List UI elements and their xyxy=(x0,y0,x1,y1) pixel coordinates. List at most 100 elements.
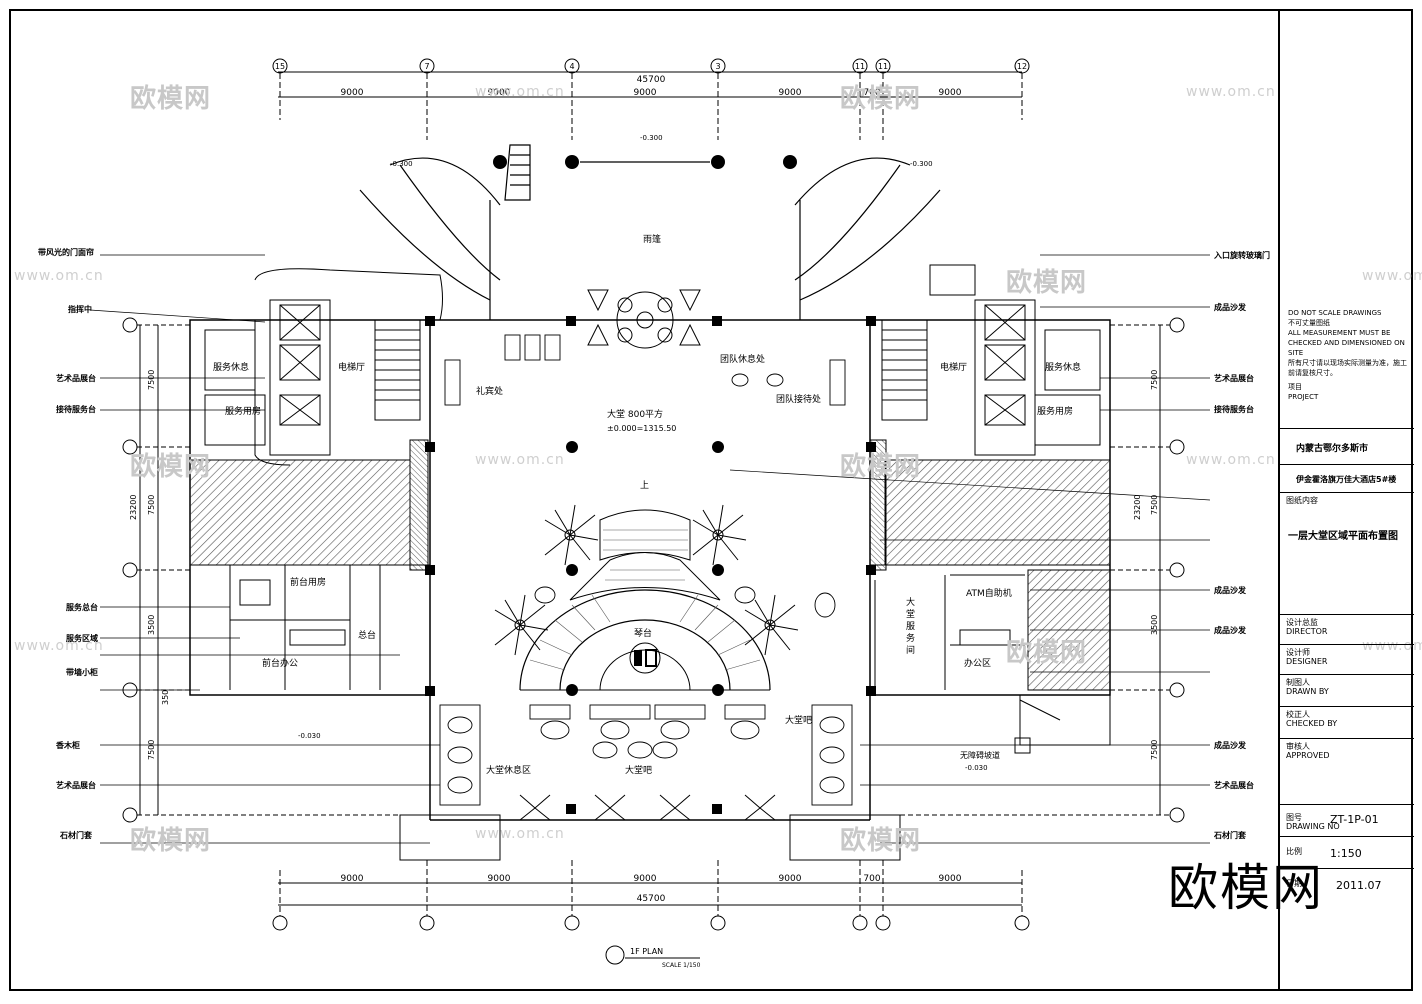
room-label: 堂 xyxy=(906,608,915,620)
top-axes xyxy=(272,58,1030,140)
annotation: 服务区域 xyxy=(66,633,98,643)
watermark-url: www.om.cn xyxy=(14,268,104,284)
watermark-logo: 欧模网 xyxy=(130,826,212,856)
side-dim: 23200 xyxy=(129,495,138,520)
room-label: 雨篷 xyxy=(643,233,661,245)
furniture xyxy=(439,334,853,806)
annotation: 香木柜 xyxy=(55,740,80,750)
wall-hatch xyxy=(869,439,887,571)
annotation: 成品沙发 xyxy=(1214,585,1247,595)
axis-label: 4 xyxy=(569,62,574,71)
top-dims: 45700 9000 9000 9000 9000 700 9000 xyxy=(341,75,962,98)
axis-label: 3 xyxy=(715,62,720,71)
room-label: 服务用房 xyxy=(225,405,261,417)
watermark-url: www.om.cn xyxy=(475,452,565,468)
left-core xyxy=(204,268,443,466)
content-label: 图纸内容 xyxy=(1286,496,1318,505)
watermark-logo: 欧模网 xyxy=(130,452,212,482)
client-name: 内蒙古鄂尔多斯市 xyxy=(1296,444,1369,454)
watermark-url: www.om.cn xyxy=(475,826,565,842)
note-en: DO NOT SCALE DRAWINGS xyxy=(1288,309,1382,317)
stage-logo xyxy=(629,642,661,674)
side-dim: 7500 xyxy=(147,370,156,390)
watermark-logo: 欧模网 xyxy=(840,826,922,856)
bottom-doors xyxy=(399,794,901,861)
annotation: 服务总台 xyxy=(66,602,98,612)
watermark-logo: 欧模网 xyxy=(1006,638,1088,668)
overall-dim: 45700 xyxy=(637,75,666,85)
room-label: 大 xyxy=(906,596,915,608)
hatched-zone xyxy=(884,459,1111,566)
annotation: 成品沙发 xyxy=(1214,302,1247,312)
plan-title: 1F PLAN SCALE 1/150 xyxy=(605,945,701,969)
side-dim: 3500 xyxy=(147,615,156,635)
plant-icon xyxy=(544,504,599,566)
overall-dim: 45700 xyxy=(637,894,666,904)
annotation: 接待服务台 xyxy=(56,404,96,414)
watermark-url: www.om.cn xyxy=(1362,268,1422,284)
room-label: 前台用房 xyxy=(290,576,326,588)
left-leaders xyxy=(89,254,440,844)
watermark-url: www.om.cn xyxy=(475,84,565,100)
room-label: 团队接待处 xyxy=(776,393,821,405)
plants xyxy=(494,504,799,656)
sheet-border xyxy=(9,9,1413,991)
watermark-url: www.om.cn xyxy=(14,638,104,654)
plan-scale-text: SCALE 1/150 xyxy=(662,962,701,969)
scale-label: 比例 xyxy=(1286,847,1302,856)
side-dim: 350 xyxy=(161,690,170,705)
content-row: 图纸内容 一层大堂区域平面布置图 xyxy=(1280,492,1414,555)
vertical-labels: 大 堂 服 务 间 xyxy=(906,596,915,656)
plant-icon xyxy=(744,594,799,656)
room-label: 电梯厅 xyxy=(940,361,967,373)
room-label: 礼宾处 xyxy=(476,385,503,397)
bay-dim: 9000 xyxy=(939,874,962,884)
title-block: DO NOT SCALE DRAWINGS 不可丈量图纸 ALL MEASURE… xyxy=(1278,10,1414,990)
annotation: 石材门套 xyxy=(59,830,93,840)
annotation: 成品沙发 xyxy=(1214,625,1247,635)
room-label: 上 xyxy=(640,480,649,491)
annotation: 带墙小柜 xyxy=(66,667,98,677)
note-cn: 不可丈量图纸 xyxy=(1288,319,1330,327)
room-label: 前台办公 xyxy=(262,657,298,669)
axis-label: 7 xyxy=(424,62,429,71)
room-label: 服务休息 xyxy=(1045,361,1081,373)
room-label: 办公区 xyxy=(964,657,991,669)
annotation: 艺术品展台 xyxy=(56,373,96,383)
watermark-logo: 欧模网 xyxy=(1006,268,1088,298)
annotation: 艺术品展台 xyxy=(1214,780,1254,790)
date-row: 日期 2011.07 xyxy=(1280,868,1414,909)
plan-title-text: 1F PLAN xyxy=(630,947,663,956)
side-dim: 7500 xyxy=(147,495,156,515)
level-mark: -0.300 xyxy=(390,160,413,168)
room-label: 电梯厅 xyxy=(338,361,365,373)
room-label: 总台 xyxy=(358,629,376,641)
bay-dim: 9000 xyxy=(341,88,364,98)
top-axis-labels: 15 7 4 3 11 11 12 xyxy=(275,62,1027,71)
annotation: 带风光的门面帘 xyxy=(38,247,94,257)
room-labels: 雨篷 大堂 800平方 ±0.000=1315.50 礼宾处 团队接待处 团队休… xyxy=(213,233,1081,776)
drawing-content: 一层大堂区域平面布置图 xyxy=(1288,531,1398,542)
bay-dim: 9000 xyxy=(634,874,657,884)
bottom-axes xyxy=(272,860,1030,931)
lower-left-rooms xyxy=(190,564,430,690)
room-label: 务 xyxy=(906,632,915,644)
hatched-zone xyxy=(189,459,411,566)
stair-treads xyxy=(529,529,761,671)
level-marks: -0.300 -0.300 -0.300 -0.030 -0.030 xyxy=(298,134,988,772)
date-value: 2011.07 xyxy=(1336,879,1382,892)
left-annotations: 带风光的门面帘 指挥中 艺术品展台 接待服务台 服务总台 服务区域 带墙小柜 香… xyxy=(38,247,98,840)
side-dims: 7500 23200 7500 3500 7500 350 7500 23200… xyxy=(129,370,1159,760)
right-core xyxy=(881,264,1101,456)
plant-icon xyxy=(692,504,747,566)
project-name: 伊金霍洛旗万佳大酒店5#楼 xyxy=(1296,475,1397,484)
note-cn2: 所有尺寸请以现场实际测量为准，施工前请复核尺寸。 xyxy=(1288,359,1407,377)
